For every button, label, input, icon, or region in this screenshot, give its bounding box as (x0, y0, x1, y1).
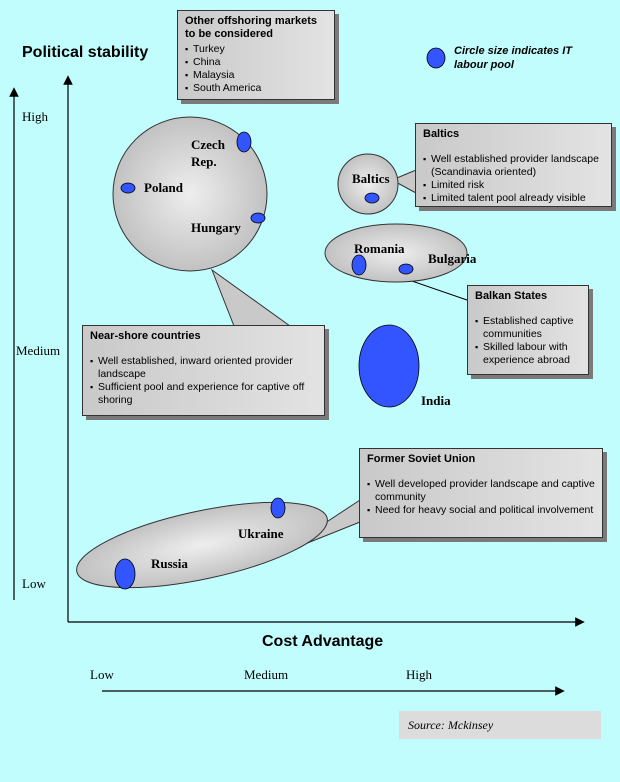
list-item: Turkey (185, 43, 327, 56)
label-ukraine: Ukraine (238, 526, 284, 541)
romania-bubble (351, 254, 367, 276)
list-item: Need for heavy social and political invo… (367, 504, 595, 517)
list-item: Limited risk (423, 179, 604, 192)
fsu-callout-heading: Former Soviet Union (367, 453, 476, 465)
label-russia: Russia (151, 556, 188, 571)
list-item: Well developed provider landscape and ca… (367, 478, 595, 504)
india-bubble (358, 324, 420, 408)
legend-bubble (426, 47, 446, 69)
label-india: India (421, 393, 451, 408)
x-tick-medium: Medium (244, 667, 289, 682)
x-tick-low: Low (90, 667, 114, 682)
x-tick-high: High (406, 667, 432, 682)
nearshore-cluster (112, 116, 268, 272)
czech-bubble (236, 131, 252, 153)
nearshore-callout-heading: Near-shore countries (90, 330, 201, 342)
label-poland: Poland (144, 180, 184, 195)
baltics-callout: Baltics Well established provider landsc… (415, 123, 612, 207)
balkan-callout: Balkan States Established captive commun… (467, 285, 589, 375)
y-tick-medium: Medium (16, 343, 61, 358)
ukraine-bubble (270, 497, 286, 519)
russia-bubble (114, 558, 136, 590)
list-item: Skilled labour with experience abroad (475, 341, 581, 367)
list-item: Sufficient pool and experience for capti… (90, 381, 317, 407)
nearshore-pointer (210, 268, 292, 327)
y-tick-low: Low (22, 576, 46, 591)
other-markets-box: Other offshoring markets to be considere… (177, 10, 335, 100)
label-bulgaria: Bulgaria (428, 251, 477, 266)
y-axis-title: Political stability (22, 44, 149, 61)
list-item: Limited talent pool already visible (423, 192, 604, 205)
y-tick-high: High (22, 109, 48, 124)
x-axis-title: Cost Advantage (262, 633, 384, 650)
label-baltics: Baltics (352, 171, 390, 186)
source-note: Source: Mckinsey (399, 711, 601, 739)
baltics-callout-heading: Baltics (423, 128, 460, 140)
other-markets-heading: Other offshoring markets to be considere… (185, 15, 318, 40)
list-item: Well established provider landscape (Sca… (423, 153, 604, 179)
list-item: South America (185, 82, 327, 95)
baltics-cluster (337, 153, 399, 215)
label-hungary: Hungary (191, 220, 241, 235)
balkan-callout-heading: Balkan States (475, 290, 548, 302)
list-item: Established captive communities (475, 315, 581, 341)
baltics-bubble (364, 192, 380, 204)
label-romania: Romania (354, 241, 405, 256)
fsu-cluster (76, 501, 328, 589)
poland-bubble (120, 182, 136, 194)
list-item: Malaysia (185, 69, 327, 82)
nearshore-callout: Near-shore countries Well established, i… (82, 325, 325, 416)
label-czech: Czech Rep. (191, 137, 225, 169)
list-item: China (185, 56, 327, 69)
fsu-callout: Former Soviet Union Well developed provi… (359, 448, 603, 538)
list-item: Well established, inward oriented provid… (90, 355, 317, 381)
hungary-bubble (250, 212, 266, 224)
legend-note: Circle size indicates IT labour pool (454, 45, 572, 71)
bulgaria-bubble (398, 263, 414, 275)
